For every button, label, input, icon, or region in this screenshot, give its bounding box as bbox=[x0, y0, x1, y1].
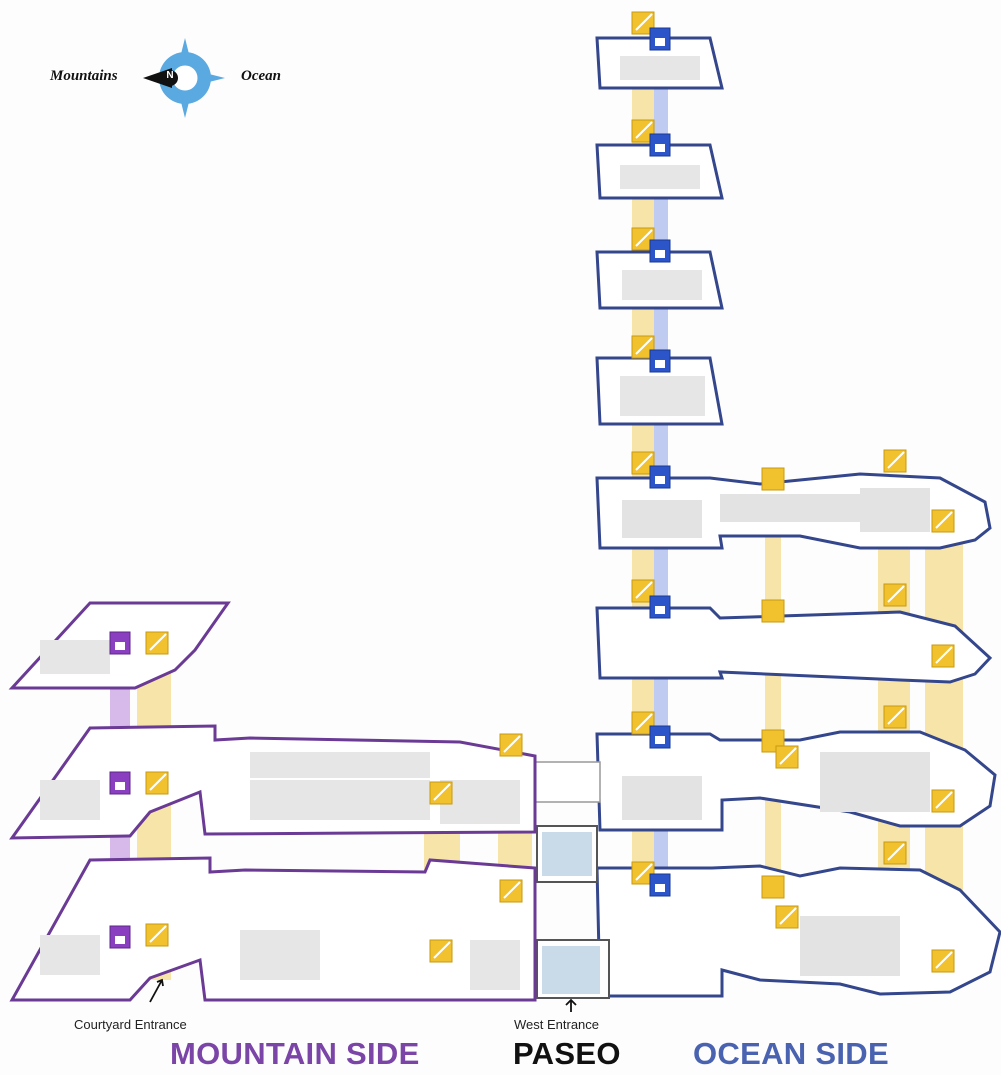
stair-icon-glyphs bbox=[149, 13, 953, 969]
stairs-icon[interactable] bbox=[761, 599, 785, 623]
west-entrance-label[interactable]: West Entrance bbox=[514, 1017, 600, 1032]
mountain-floor-details bbox=[40, 640, 520, 990]
courtyard-entrance-label[interactable]: Courtyard Entrance bbox=[74, 1017, 187, 1032]
mountain-side-label[interactable]: MOUNTAIN SIDE bbox=[170, 1036, 420, 1071]
entrance-arrow-icon bbox=[149, 979, 163, 1003]
ocean-side-label[interactable]: OCEAN SIDE bbox=[693, 1036, 889, 1071]
paseo-label[interactable]: PASEO bbox=[513, 1036, 621, 1071]
stairs-icon[interactable] bbox=[761, 875, 785, 899]
floor-mountain-1[interactable] bbox=[9, 856, 537, 1002]
elevator-glyphs bbox=[115, 38, 665, 944]
compass-north-letter: N bbox=[166, 70, 174, 81]
compass-right-label: Ocean bbox=[241, 68, 281, 84]
ocean-floor-details bbox=[622, 488, 930, 976]
entrance-arrows bbox=[149, 978, 577, 1012]
tower-floor-details bbox=[620, 56, 705, 416]
compass-left-label: Mountains bbox=[50, 68, 118, 84]
floor-ocean-3[interactable] bbox=[595, 606, 993, 684]
stairs-icon[interactable] bbox=[761, 467, 785, 491]
compass-rose-icon bbox=[143, 38, 225, 118]
ocean-stair-shaft-2 bbox=[765, 490, 781, 910]
